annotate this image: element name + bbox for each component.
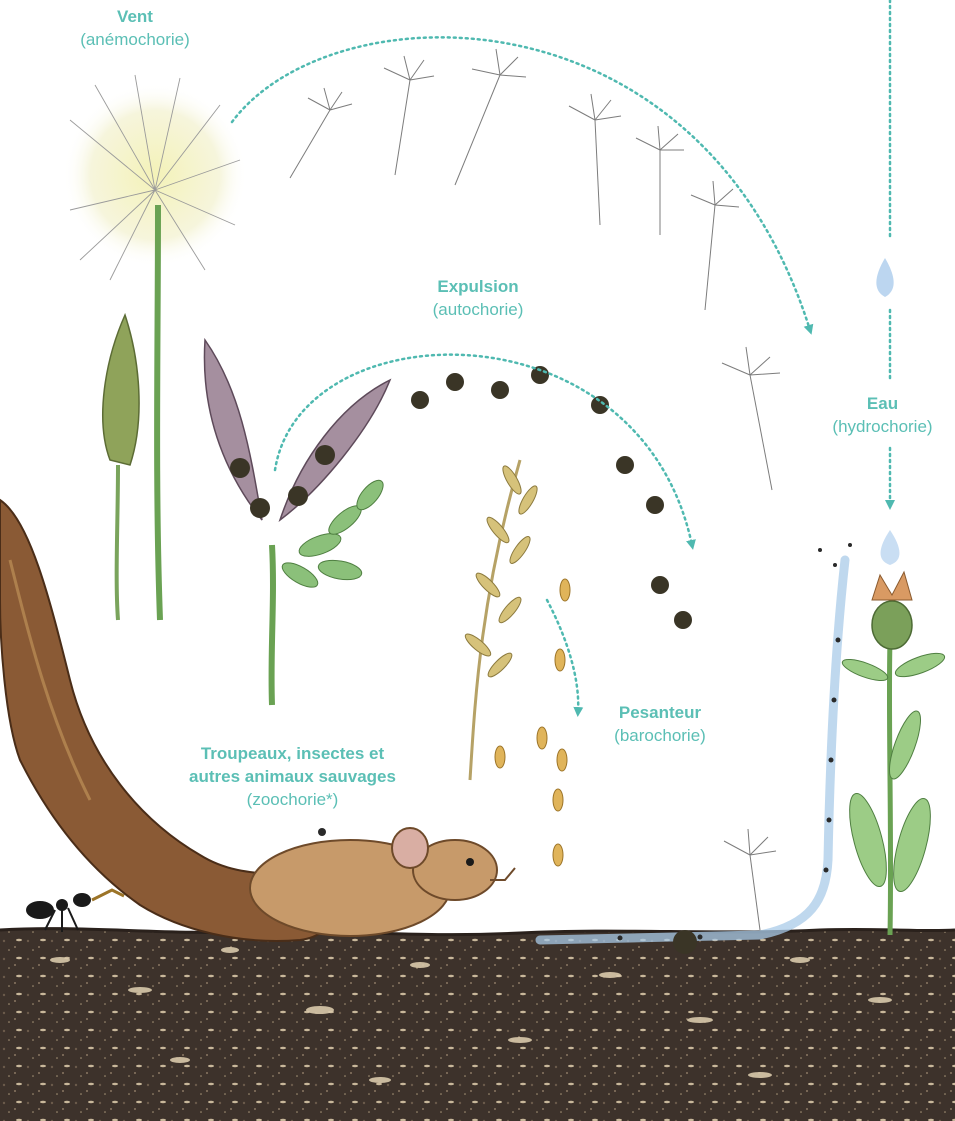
water-title: Eau [800,392,955,415]
soil-layer [0,929,955,1121]
expulsion-label: Expulsion (autochorie) [398,275,558,321]
dispersal-arrows [232,0,890,712]
expulsion-title: Expulsion [398,275,558,298]
expulsion-subtitle: (autochorie) [398,298,558,321]
mouse [250,828,515,936]
animals-subtitle: (zoochorie*) [170,788,415,811]
wind-subtitle: (anémochorie) [60,28,210,51]
gravity-label: Pesanteur (barochorie) [585,701,735,747]
cornflower-plant [840,572,947,935]
wind-title: Vent [60,5,210,28]
animals-label: Troupeaux, insectes et autres animaux sa… [170,742,415,811]
wind-label: Vent (anémochorie) [60,5,210,51]
animals-title-line1: Troupeaux, insectes et [170,742,415,765]
water-stream [540,258,899,941]
tick-bug [318,828,326,836]
water-label: Eau (hydrochorie) [800,392,955,438]
dandelion-plant [63,75,247,620]
ant [26,890,124,932]
oat-plant [463,460,570,866]
animals-title-line2: autres animaux sauvages [170,765,415,788]
water-drop-icon [876,258,893,297]
pea-pod-plant [204,340,390,705]
water-subtitle: (hydrochorie) [800,415,955,438]
gravity-title: Pesanteur [585,701,735,724]
gravity-subtitle: (barochorie) [585,724,735,747]
